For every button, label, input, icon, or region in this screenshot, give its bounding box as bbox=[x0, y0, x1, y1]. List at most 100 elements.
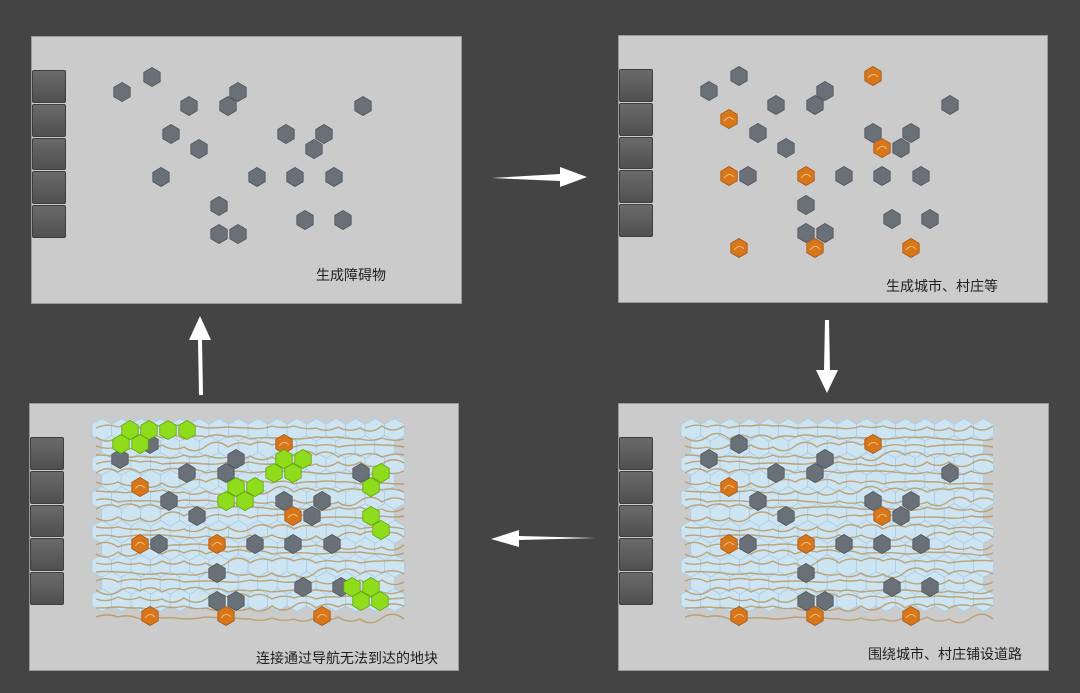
panel-caption: 连接通过导航无法到达的地块 bbox=[256, 651, 438, 667]
hex-city-icon bbox=[864, 434, 882, 454]
hex-obstacle-icon bbox=[296, 210, 314, 230]
hex-obstacle-icon bbox=[208, 563, 226, 583]
city-detail-icon bbox=[733, 613, 745, 619]
hex-obstacle-icon bbox=[143, 67, 161, 87]
hex-obstacle-icon bbox=[113, 82, 131, 102]
side-button-4[interactable] bbox=[619, 538, 653, 572]
hex-obstacle-icon bbox=[892, 138, 910, 158]
hex-obstacle-icon bbox=[883, 577, 901, 597]
hex-city-icon bbox=[208, 534, 226, 554]
hex-obstacle-icon bbox=[180, 96, 198, 116]
hex-obstacle-icon bbox=[902, 491, 920, 511]
hex-obstacle-icon bbox=[188, 506, 206, 526]
road-path-icon bbox=[684, 511, 994, 523]
hex-obstacle-icon bbox=[912, 166, 930, 186]
city-detail-icon bbox=[800, 541, 812, 547]
side-button-2[interactable] bbox=[619, 102, 653, 136]
side-button-1[interactable] bbox=[30, 437, 64, 470]
hex-obstacle-icon bbox=[210, 224, 228, 244]
sidebar bbox=[619, 437, 653, 605]
city-detail-icon bbox=[800, 173, 812, 179]
hex-obstacle-icon bbox=[941, 463, 959, 483]
side-button-5[interactable] bbox=[32, 205, 66, 238]
panel-roads: 围绕城市、村庄铺设道路 bbox=[618, 403, 1049, 671]
city-detail-icon bbox=[876, 513, 888, 519]
hex-obstacle-icon bbox=[150, 534, 168, 554]
sidebar bbox=[30, 437, 64, 605]
arrow-left-icon bbox=[491, 530, 596, 547]
road-path-icon bbox=[684, 459, 994, 468]
hex-city-icon bbox=[720, 109, 738, 129]
side-button-5[interactable] bbox=[30, 572, 64, 605]
side-button-2[interactable] bbox=[32, 103, 66, 137]
hex-obstacle-icon bbox=[334, 210, 352, 230]
road-path-icon bbox=[95, 530, 405, 541]
hex-obstacle-icon bbox=[323, 534, 341, 554]
hex-obstacle-icon bbox=[921, 209, 939, 229]
hex-obstacle-icon bbox=[730, 434, 748, 454]
side-button-4[interactable] bbox=[30, 538, 64, 572]
panel-caption: 围绕城市、村庄铺设道路 bbox=[868, 647, 1022, 663]
hex-obstacle-icon bbox=[152, 167, 170, 187]
road-path-icon bbox=[684, 567, 994, 579]
hex-connector-icon bbox=[362, 506, 380, 526]
panel-connect: 连接通过导航无法到达的地块 bbox=[29, 403, 459, 671]
hex-obstacle-icon bbox=[208, 591, 226, 611]
hex-city-icon bbox=[730, 606, 748, 626]
road-path-icon bbox=[684, 530, 994, 541]
hex-obstacle-icon bbox=[777, 138, 795, 158]
hex-obstacle-icon bbox=[749, 491, 767, 511]
hex-connector-icon bbox=[362, 477, 380, 497]
side-button-3[interactable] bbox=[32, 137, 66, 171]
hex-obstacle-icon bbox=[229, 224, 247, 244]
hex-connector-icon bbox=[371, 591, 389, 611]
hex-city-icon bbox=[797, 166, 815, 186]
hex-obstacle-icon bbox=[873, 166, 891, 186]
hex-obstacle-icon bbox=[229, 82, 247, 102]
side-button-3[interactable] bbox=[30, 504, 64, 538]
side-button-2[interactable] bbox=[619, 470, 653, 504]
hex-obstacle-icon bbox=[767, 95, 785, 115]
hex-obstacle-icon bbox=[246, 534, 264, 554]
city-detail-icon bbox=[211, 541, 223, 547]
road-path-icon bbox=[684, 503, 994, 513]
hex-obstacle-icon bbox=[912, 534, 930, 554]
side-button-2[interactable] bbox=[30, 470, 64, 504]
sidebar bbox=[32, 70, 66, 238]
city-detail-icon bbox=[876, 145, 888, 151]
arrow-right-icon bbox=[492, 167, 587, 187]
hex-map bbox=[113, 67, 372, 244]
hex-obstacle-icon bbox=[816, 81, 834, 101]
side-button-1[interactable] bbox=[619, 437, 653, 470]
hex-obstacle-icon bbox=[883, 209, 901, 229]
hex-map bbox=[700, 66, 959, 258]
side-button-3[interactable] bbox=[619, 504, 653, 538]
city-detail-icon bbox=[867, 73, 879, 79]
side-button-1[interactable] bbox=[32, 70, 66, 103]
side-button-3[interactable] bbox=[619, 136, 653, 170]
hex-city-icon bbox=[141, 606, 159, 626]
side-button-5[interactable] bbox=[619, 572, 653, 605]
city-detail-icon bbox=[144, 613, 156, 619]
side-button-4[interactable] bbox=[619, 170, 653, 204]
side-button-4[interactable] bbox=[32, 171, 66, 205]
road-path-icon bbox=[684, 432, 994, 442]
hex-obstacle-icon bbox=[219, 96, 237, 116]
hex-city-icon bbox=[284, 506, 302, 526]
city-detail-icon bbox=[905, 613, 917, 619]
side-button-1[interactable] bbox=[619, 69, 653, 102]
sidebar bbox=[619, 69, 653, 237]
hex-obstacle-icon bbox=[806, 95, 824, 115]
hex-city-icon bbox=[873, 506, 891, 526]
side-button-5[interactable] bbox=[619, 204, 653, 237]
hex-connector-icon bbox=[372, 520, 390, 540]
hex-obstacle-icon bbox=[354, 96, 372, 116]
hex-obstacle-icon bbox=[864, 491, 882, 511]
hex-connector-icon bbox=[265, 463, 283, 483]
hex-obstacle-icon bbox=[294, 577, 312, 597]
hex-obstacle-icon bbox=[284, 534, 302, 554]
road-path-icon bbox=[95, 557, 405, 568]
hex-obstacle-icon bbox=[162, 124, 180, 144]
hex-obstacle-icon bbox=[749, 123, 767, 143]
city-detail-icon bbox=[733, 245, 745, 251]
